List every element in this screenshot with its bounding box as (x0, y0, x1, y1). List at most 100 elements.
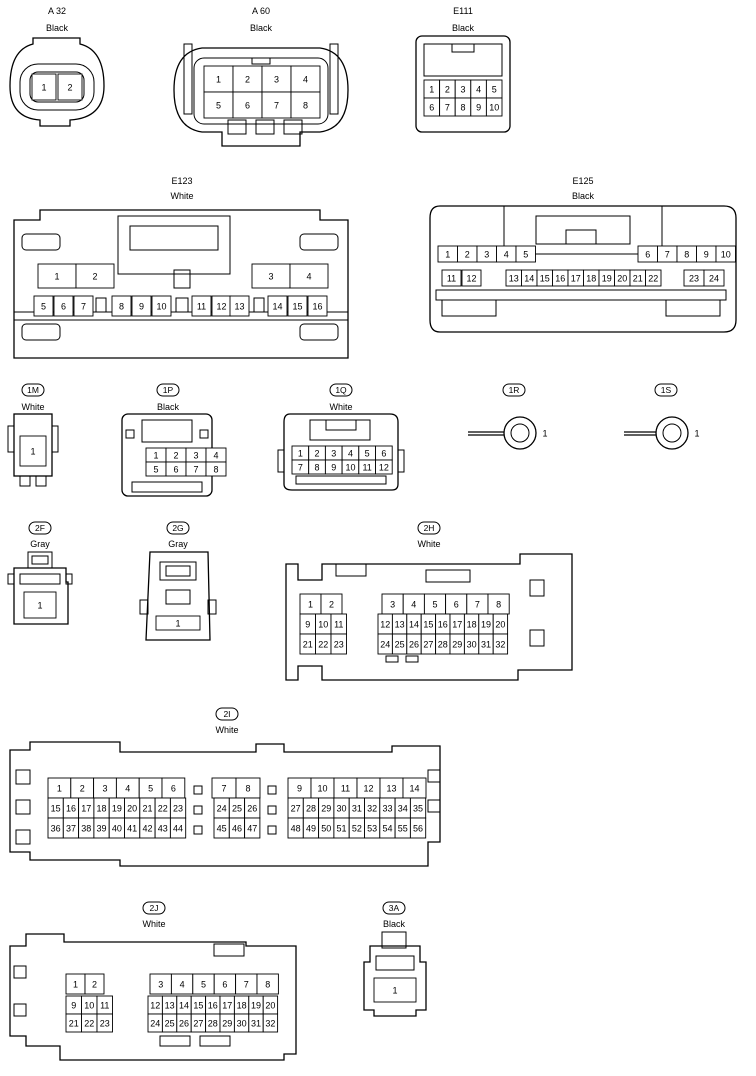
connector-code: 1S (661, 385, 672, 395)
pin-number: 20 (127, 804, 137, 814)
pin-number: 40 (112, 824, 122, 834)
connector-color: Gray (168, 539, 188, 549)
pin-number: 23 (689, 274, 699, 284)
pin-number: 7 (475, 600, 480, 610)
housing-outline (173, 269, 191, 289)
pin-number: 32 (367, 804, 377, 814)
pin-number: 3 (193, 451, 198, 461)
pin-number: 56 (413, 824, 423, 834)
pin-number: 1 (57, 784, 62, 794)
pin-number: 9 (704, 250, 709, 260)
connector-code: E125 (572, 176, 593, 186)
pin-number: 49 (306, 824, 316, 834)
pin-number: 6 (171, 784, 176, 794)
connector-code: 2J (150, 903, 159, 913)
pin-cell (461, 269, 482, 287)
pin-number: 10 (318, 620, 328, 630)
connector-1s: 1S 1 (624, 383, 700, 450)
pin-number: 32 (495, 640, 505, 650)
pin-number: 25 (165, 1019, 175, 1029)
pin-number: 13 (234, 302, 244, 312)
housing-outline (207, 599, 217, 615)
housing-outline (117, 215, 231, 275)
pin-number: 8 (303, 101, 308, 111)
housing-outline (375, 955, 415, 971)
pin-number: 3 (460, 85, 465, 95)
connector-color: White (142, 919, 165, 929)
pin-number: 9 (139, 302, 144, 312)
connector-color: Gray (30, 539, 50, 549)
pin-number: 13 (386, 784, 396, 794)
pin-number: 35 (413, 804, 423, 814)
housing-outline (427, 769, 441, 783)
pin-number: 5 (148, 784, 153, 794)
pin-number: 18 (467, 620, 477, 630)
pin-number: 32 (265, 1019, 275, 1029)
housing-outline (95, 297, 107, 313)
pin-number: 47 (247, 824, 257, 834)
housing-outline (193, 825, 203, 835)
pin-number: 30 (237, 1019, 247, 1029)
pin-number: 5 (432, 600, 437, 610)
latch (299, 323, 339, 341)
pin-number: 16 (66, 804, 76, 814)
connector-tag-oval (502, 383, 526, 397)
housing-outline (31, 555, 49, 565)
housing-outline (665, 299, 721, 317)
pin-number: 28 (438, 640, 448, 650)
pin-number: 21 (142, 804, 152, 814)
pin-number: 51 (337, 824, 347, 834)
pin-number: 31 (481, 640, 491, 650)
pin-number: 11 (197, 302, 206, 312)
connector-code: E123 (171, 176, 192, 186)
housing-outline (19, 573, 61, 585)
pin-number: 45 (217, 824, 227, 834)
pin-cell (96, 1013, 113, 1033)
pin-number: 23 (100, 1019, 110, 1029)
pin-number: 2 (245, 75, 250, 85)
terminal-ring (655, 416, 689, 450)
pin-number: 10 (345, 463, 355, 473)
pin-number: 14 (524, 274, 534, 284)
pin-number: 2 (445, 85, 450, 95)
pin-number: 23 (173, 804, 183, 814)
pin-number: 31 (352, 804, 362, 814)
pin-cell (373, 977, 417, 1003)
housing-outline (165, 565, 191, 577)
pin-number: 4 (303, 75, 308, 85)
pin-number: 1 (445, 250, 450, 260)
pin-number: 30 (467, 640, 477, 650)
pin-number: 2 (92, 272, 97, 282)
pin-number: 18 (586, 274, 596, 284)
connector-code: 1Q (335, 385, 347, 395)
pin-number: 10 (721, 250, 731, 260)
pin-number: 19 (112, 804, 122, 814)
pin-number: 10 (84, 1001, 94, 1011)
housing-outline (159, 1035, 191, 1047)
pin-number: 11 (341, 784, 350, 794)
housing-outline (255, 119, 275, 135)
pin-cell (256, 973, 279, 995)
housing-outline (13, 209, 349, 359)
housing-outline (19, 475, 31, 487)
pin-number: 1 (694, 429, 699, 439)
pin-number: 22 (158, 804, 168, 814)
connector-tag-oval (417, 521, 441, 535)
pin-number: 11 (100, 1001, 109, 1011)
pin-cell (492, 633, 509, 655)
connector-code: 2I (223, 709, 230, 719)
pin-number: 7 (445, 103, 450, 113)
housing-outline (165, 589, 191, 605)
pin-number: 2 (465, 250, 470, 260)
pin-number: 55 (398, 824, 408, 834)
pin-number: 15 (423, 620, 433, 630)
pin-number: 18 (237, 1001, 247, 1011)
housing-outline (267, 825, 277, 835)
pin-number: 22 (648, 274, 658, 284)
pin-number: 29 (452, 640, 462, 650)
housing-outline (199, 429, 209, 439)
